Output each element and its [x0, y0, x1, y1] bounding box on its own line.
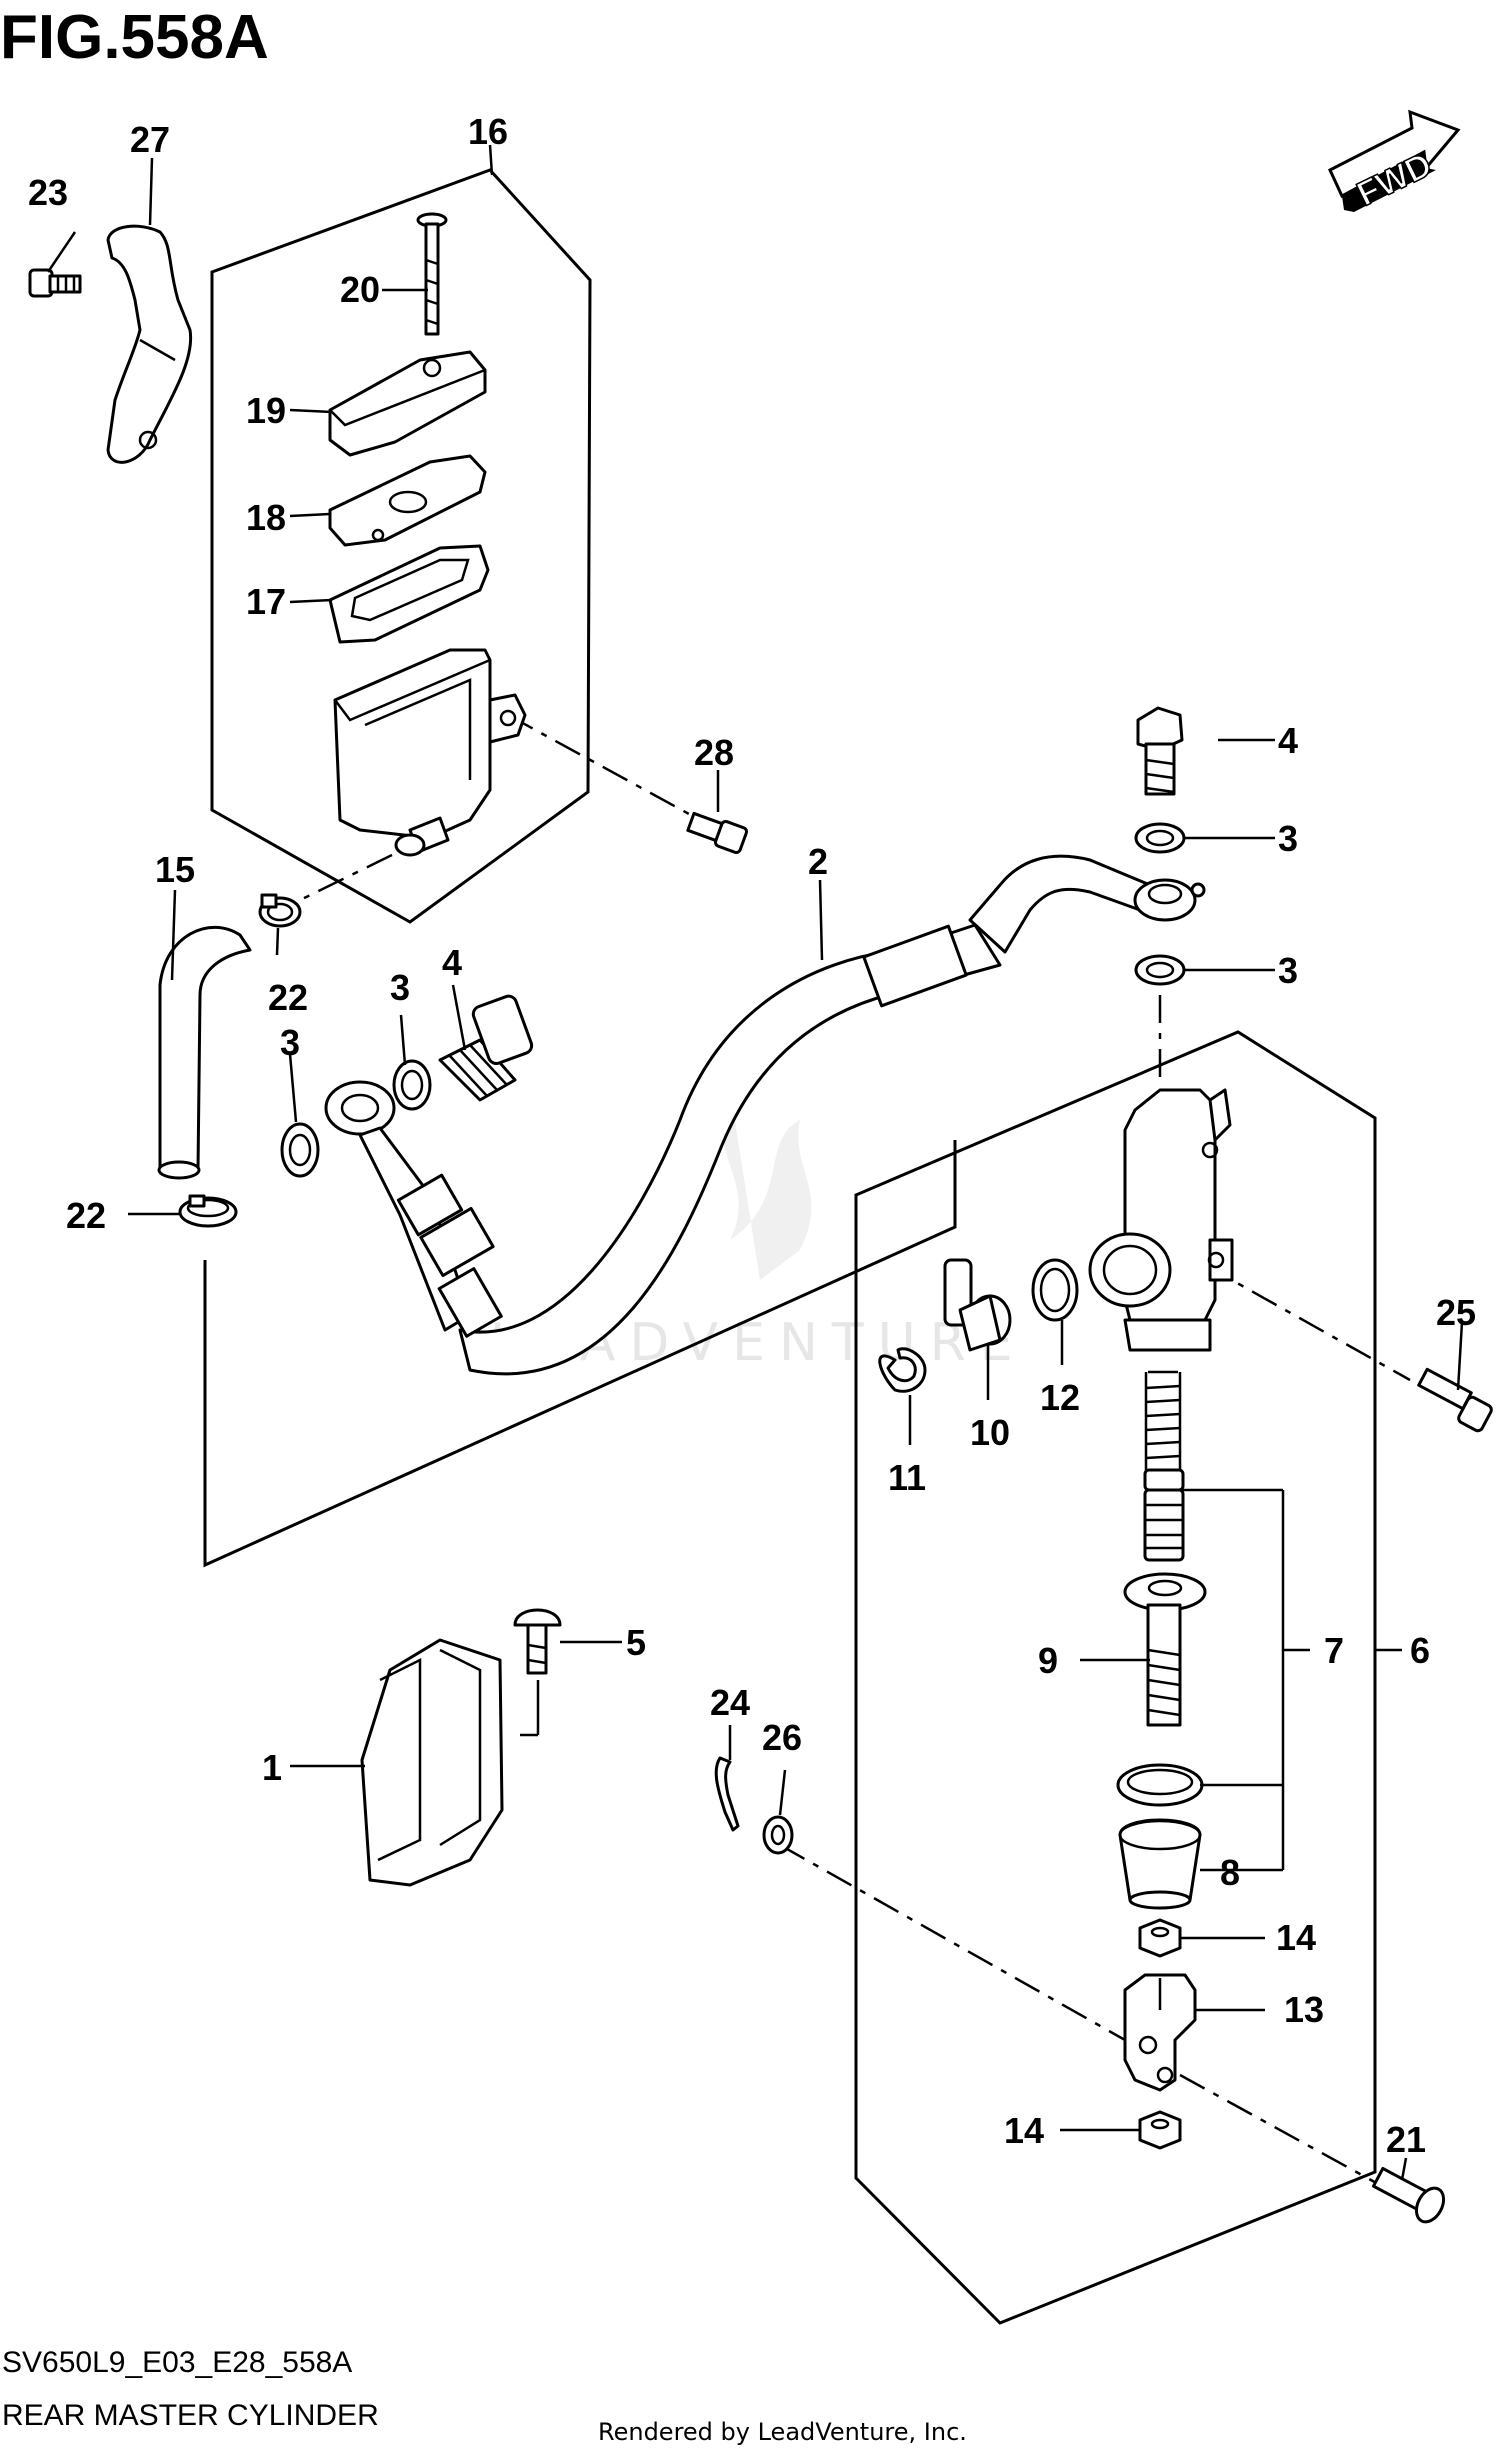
- callout-8: 8: [1220, 1852, 1240, 1893]
- bracket-27: [106, 224, 193, 464]
- cover-1: [360, 1638, 504, 1887]
- push-rod-9: [1123, 1572, 1207, 1727]
- callout-4a: 4: [442, 942, 462, 983]
- o-ring-12: [1031, 1258, 1079, 1322]
- washer-3-right-lower: [1134, 954, 1186, 986]
- piston-assembly: [1143, 1468, 1185, 1562]
- callout-19: 19: [246, 390, 286, 431]
- callout-28: 28: [694, 732, 734, 773]
- callout-20: 20: [340, 269, 380, 310]
- diaphragm-plate-18: [328, 454, 487, 547]
- banjo-fitting: [324, 1080, 503, 1338]
- circlip-ring: [1116, 1763, 1204, 1807]
- boot-8: [1118, 1818, 1202, 1910]
- callout-14b: 14: [1004, 2110, 1044, 2151]
- hose-clamp-22-lower: [178, 1194, 238, 1228]
- circlip-11: [878, 1347, 927, 1393]
- callout-4b: 4: [1278, 720, 1298, 761]
- clevis-13: [1123, 1973, 1197, 2092]
- spring: [1144, 1370, 1182, 1474]
- union-bolt-4-right: [1136, 706, 1184, 796]
- cotter-pin-24: [714, 1756, 740, 1832]
- callout-22b: 22: [66, 1195, 106, 1236]
- callout-1: 1: [262, 1747, 282, 1788]
- callout-13: 13: [1284, 1989, 1324, 2030]
- master-cylinder-body: [1088, 1088, 1234, 1352]
- callout-5: 5: [626, 1622, 646, 1663]
- callout-12: 12: [1040, 1377, 1080, 1418]
- callout-23: 23: [28, 172, 68, 213]
- callout-2: 2: [808, 841, 828, 882]
- callout-27: 27: [130, 119, 170, 160]
- bolt-23: [28, 268, 82, 298]
- callout-9: 9: [1038, 1640, 1058, 1681]
- bolt-25: [1417, 1367, 1493, 1433]
- reservoir-body: [333, 648, 527, 857]
- model-code: SV650L9_E03_E28_558A: [2, 2346, 352, 2379]
- figure-title: FIG.558A: [0, 3, 269, 72]
- screw-20: [416, 212, 448, 336]
- reservoir-hose-15: [158, 925, 252, 1172]
- brake-hose-2: [458, 854, 1206, 1376]
- callout-24: 24: [710, 1682, 750, 1723]
- render-credit: Rendered by LeadVenture, Inc.: [598, 2418, 967, 2446]
- hose-routing-frame: [203, 1140, 957, 1568]
- screw-5: [513, 1608, 562, 1675]
- union-bolt-4-left: [438, 994, 534, 1102]
- callout-22a: 22: [268, 977, 308, 1018]
- washer-3-left: [280, 1122, 320, 1178]
- callout-7: 7: [1324, 1630, 1344, 1671]
- hose-fitting-10: [943, 1258, 1012, 1352]
- callout-3d: 3: [1278, 950, 1298, 991]
- master-cylinder-group-frame: [854, 1030, 1377, 2325]
- bolt-28: [686, 811, 749, 855]
- callout-3c: 3: [1278, 818, 1298, 859]
- callout-6: 6: [1410, 1630, 1430, 1671]
- callout-17: 17: [246, 581, 286, 622]
- washer-26: [762, 1815, 794, 1855]
- nut-14-upper: [1138, 1918, 1182, 1958]
- washer-3-right-upper: [1134, 822, 1186, 854]
- washer-3-mid: [392, 1059, 432, 1111]
- callout-25: 25: [1436, 1292, 1476, 1333]
- callout-26: 26: [762, 1717, 802, 1758]
- reservoir-cap-19: [328, 350, 487, 457]
- callout-11: 11: [888, 1457, 926, 1498]
- callout-18: 18: [246, 497, 286, 538]
- callout-16: 16: [468, 111, 508, 152]
- reservoir-group-frame: [210, 168, 592, 924]
- nut-14-lower: [1138, 2110, 1182, 2150]
- diaphragm-17: [328, 544, 490, 644]
- pin-21: [1371, 2166, 1446, 2224]
- callout-3a: 3: [280, 1022, 300, 1063]
- callout-21: 21: [1386, 2119, 1426, 2160]
- callout-14a: 14: [1276, 1917, 1316, 1958]
- figure-caption: REAR MASTER CYLINDER: [2, 2399, 379, 2432]
- callout-15: 15: [155, 849, 195, 890]
- fwd-arrow-icon: FWD: [1328, 109, 1461, 214]
- hose-clamp-22-upper: [258, 893, 302, 928]
- callout-10: 10: [970, 1412, 1010, 1453]
- callout-3b: 3: [390, 967, 410, 1008]
